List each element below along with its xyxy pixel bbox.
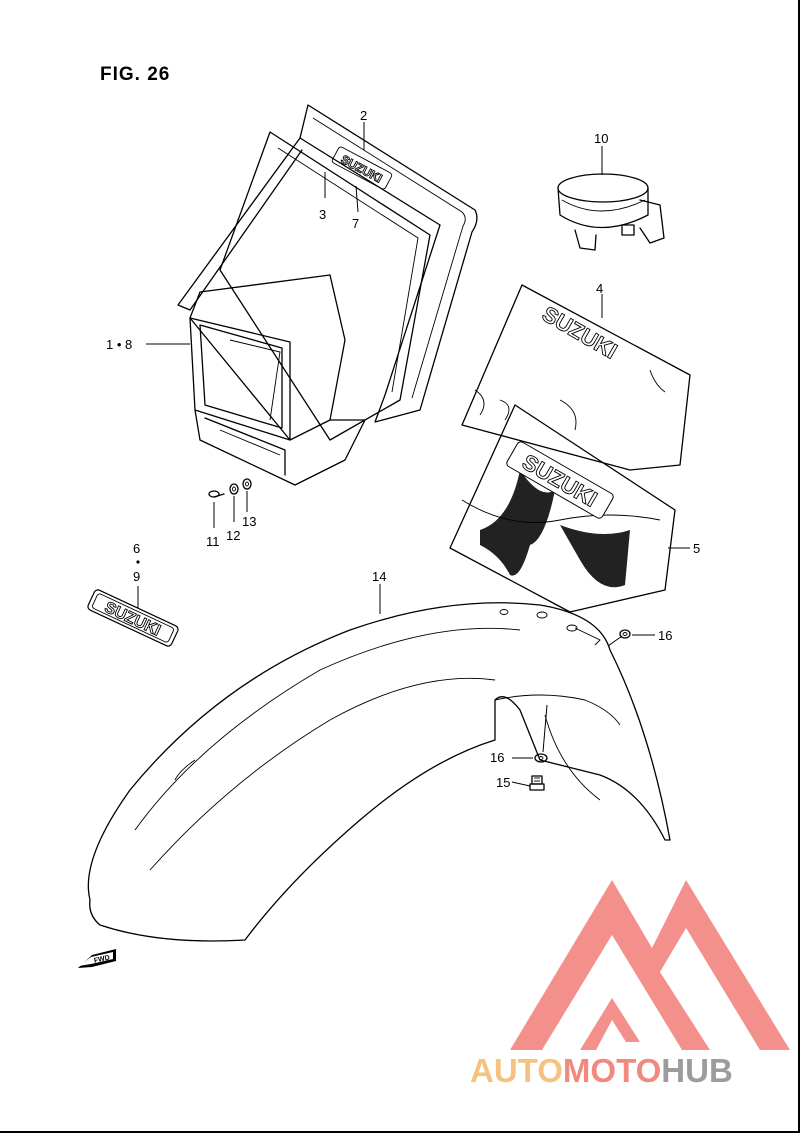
standalone-emblem: SUZUKI — [87, 589, 179, 647]
watermark-logo — [510, 880, 790, 1050]
callout-13: 13 — [242, 514, 256, 529]
nut-13 — [242, 478, 252, 512]
screw-11 — [208, 490, 225, 528]
callout-15: 15 — [496, 775, 510, 790]
callout-2: 2 — [360, 108, 367, 123]
callout-dot — [136, 560, 140, 564]
bolt-15 — [529, 775, 545, 791]
leader-15 — [511, 781, 531, 787]
callout-11: 11 — [206, 534, 220, 549]
fwd-arrow: FWD — [78, 949, 116, 968]
nut-16-upper — [619, 629, 631, 639]
callout-1-8: 1 • 8 — [106, 337, 132, 352]
callout-3: 3 — [319, 207, 326, 222]
figure-title: FIG. 26 — [100, 64, 170, 85]
fwd-label: FWD — [93, 955, 110, 965]
callout-7: 7 — [352, 216, 359, 231]
callout-16-upper: 16 — [658, 628, 672, 643]
callout-14: 14 — [372, 569, 386, 584]
washer-12 — [229, 483, 239, 522]
watermark-text: AUTOMOTOHUB — [470, 1052, 733, 1089]
callout-12: 12 — [226, 528, 240, 543]
callout-9: 9 — [133, 569, 140, 584]
shroud-upper-emblem: SUZUKI — [538, 301, 621, 364]
front-fender — [87, 602, 671, 942]
leader-7 — [355, 185, 359, 213]
headlight-clamp — [557, 173, 665, 251]
callout-6: 6 — [133, 541, 140, 556]
headlight-number-plate: SUZUKI — [177, 104, 478, 486]
fork-shroud-decal-upper: SUZUKI — [461, 284, 691, 471]
callout-10: 10 — [594, 131, 608, 146]
nut-16-lower — [534, 704, 548, 763]
callout-4: 4 — [596, 281, 603, 296]
fork-shroud-decal-lower: SUZUKI — [449, 404, 676, 613]
leader-16-upper-tail — [607, 635, 623, 647]
callout-5: 5 — [693, 541, 700, 556]
callout-16-lower: 16 — [490, 750, 504, 765]
